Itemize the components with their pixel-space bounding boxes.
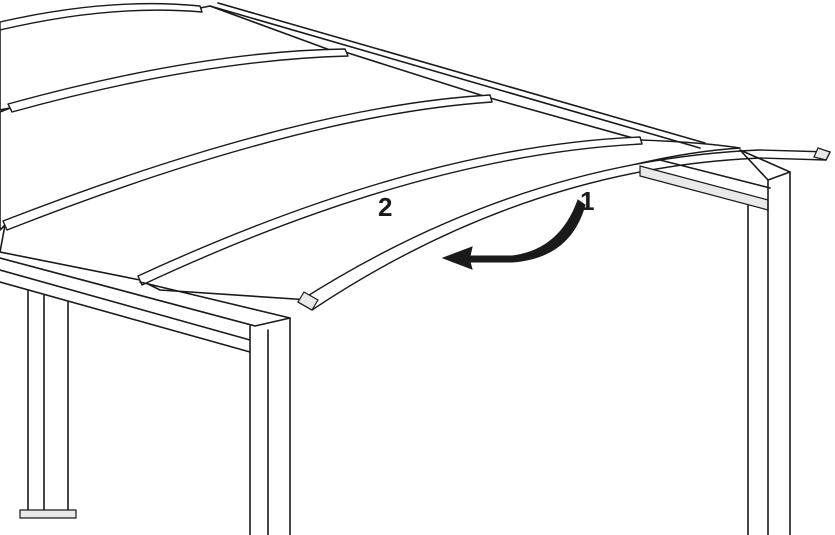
front-frame	[0, 257, 291, 535]
roof-ribs	[0, 2, 643, 286]
front-beam-inner	[0, 269, 251, 341]
right-post-top	[739, 149, 791, 181]
top-beam-edge	[209, 5, 701, 149]
roof-rib	[137, 136, 643, 286]
corner-post	[249, 317, 291, 535]
left-post	[27, 289, 69, 511]
right-frame	[639, 149, 791, 535]
left-post-base	[19, 509, 77, 519]
callout-step-1: 1	[580, 186, 594, 216]
right-beam-top	[659, 159, 771, 189]
front-beam	[0, 257, 291, 327]
arched-profile	[297, 147, 831, 311]
callout-step-2: 2	[378, 192, 392, 222]
rotation-arrow	[441, 199, 586, 270]
roof-rib	[2, 94, 493, 231]
front-beam-lower	[0, 281, 251, 353]
right-beam	[639, 165, 769, 211]
roof-rib	[0, 2, 203, 31]
top-beam-edge	[217, 2, 706, 144]
arched-profile-tip	[813, 147, 831, 161]
rotation-arrow-shape	[441, 199, 586, 270]
right-post	[747, 171, 791, 535]
arched-profile-end-cap	[297, 291, 319, 311]
roof-sheets	[0, 5, 741, 301]
top-beam	[209, 2, 706, 149]
roof-rib	[7, 48, 349, 113]
